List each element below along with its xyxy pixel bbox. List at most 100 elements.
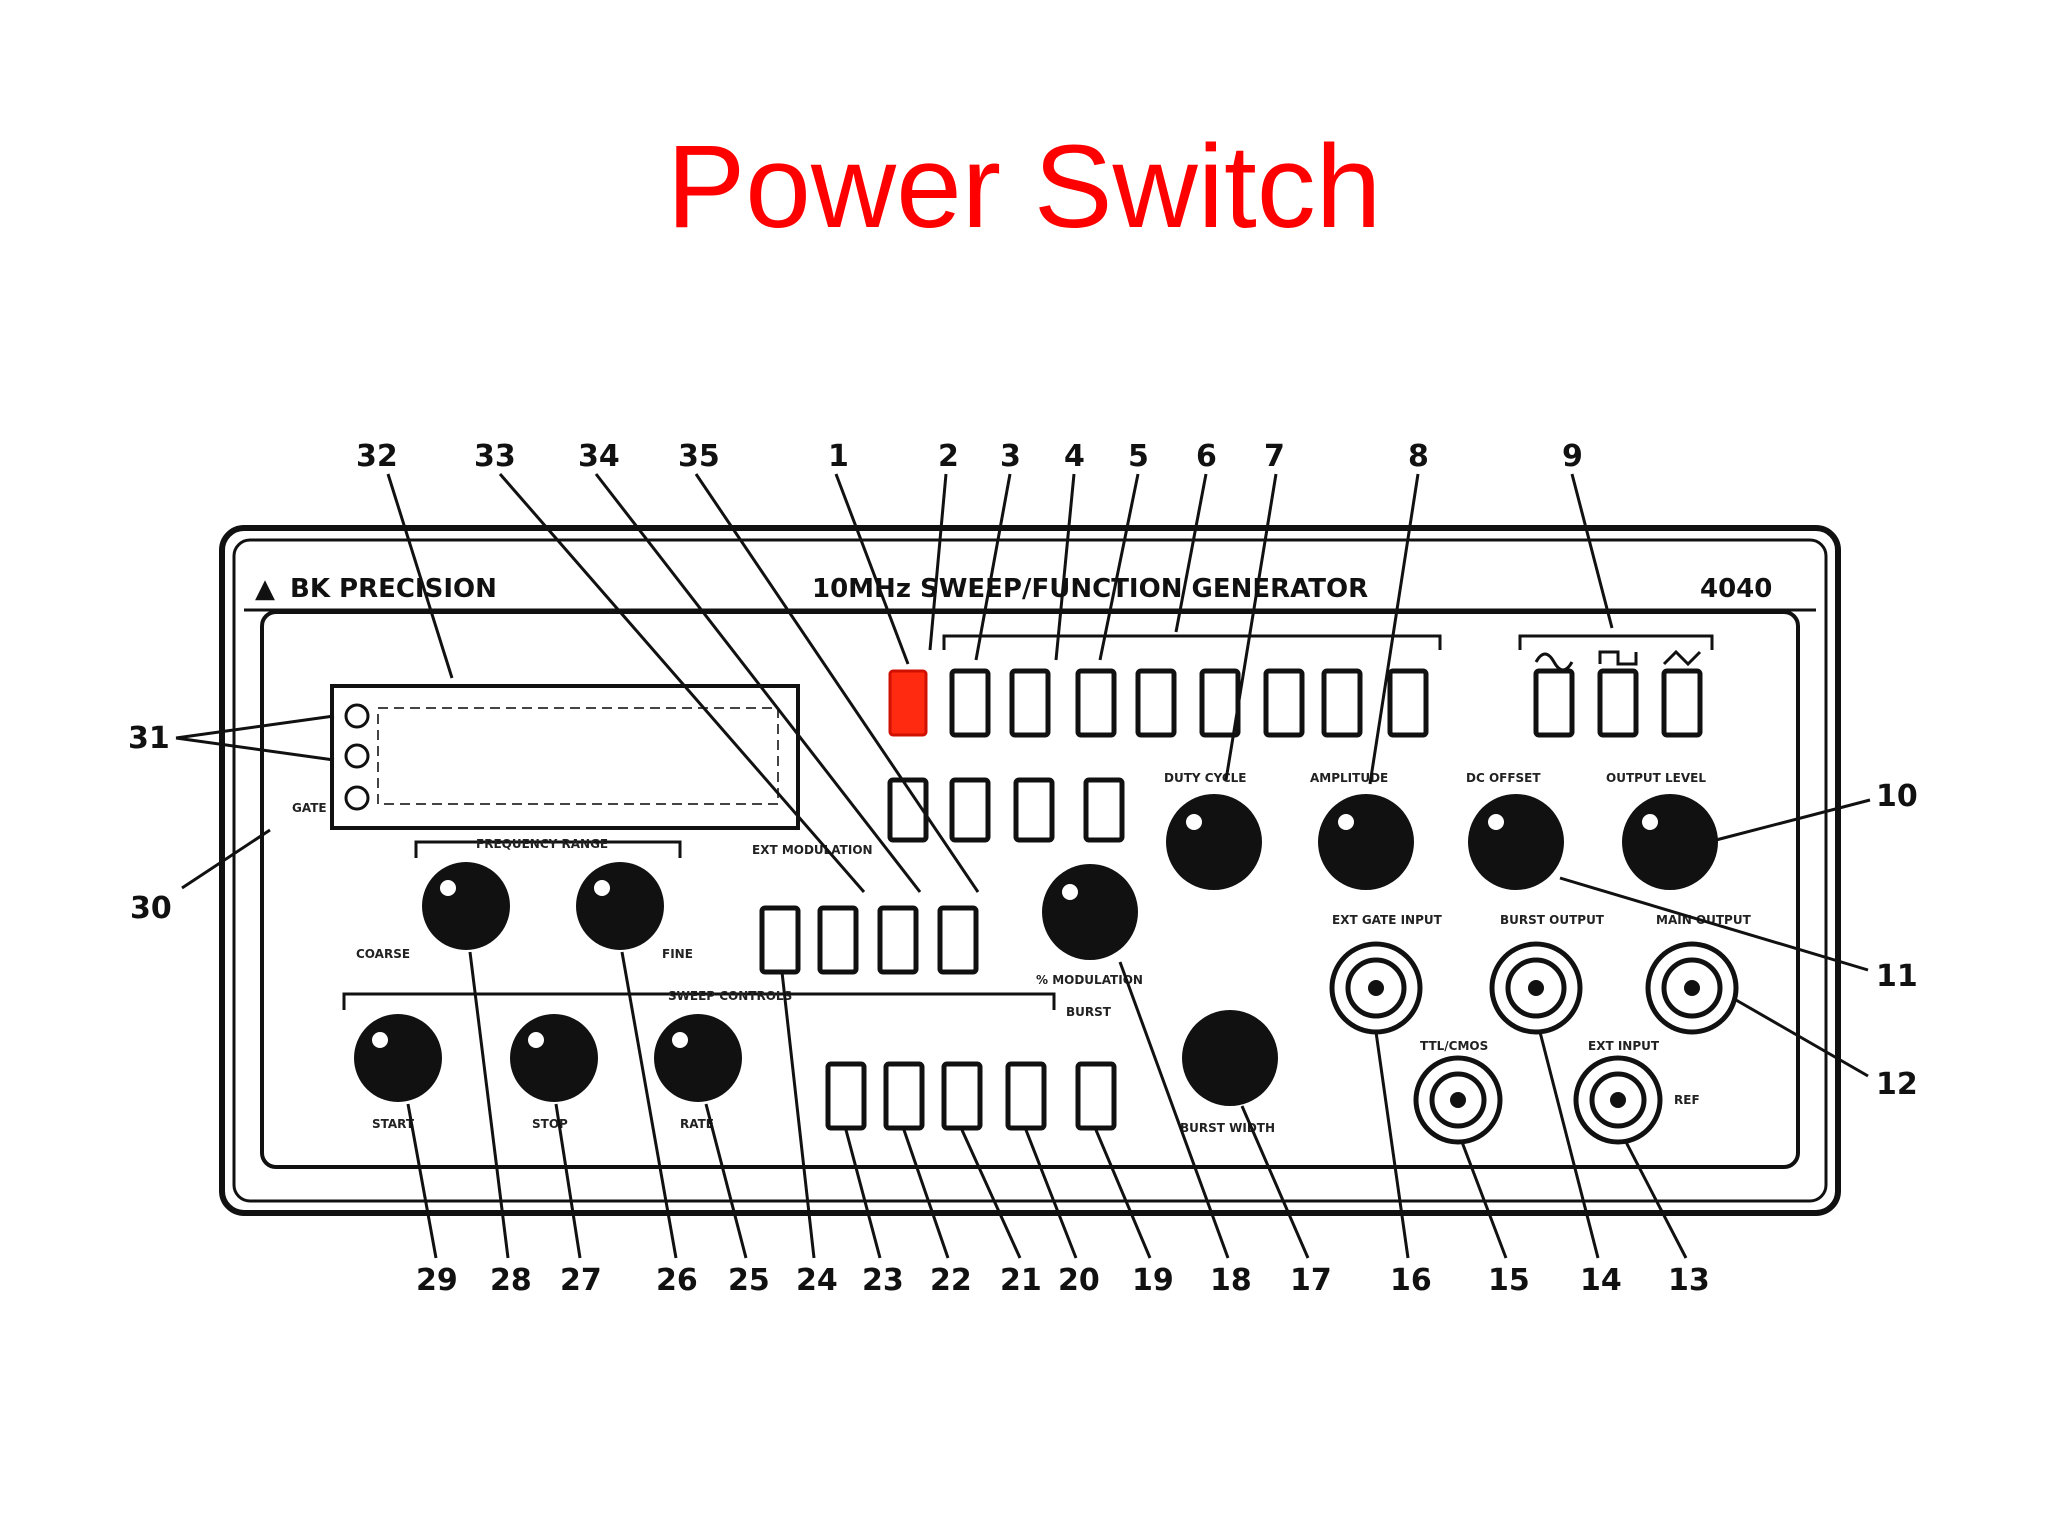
ext-input-connector[interactable] <box>1573 1055 1663 1145</box>
model-number: 4040 <box>1700 574 1772 604</box>
callout-20: 20 <box>1058 1263 1100 1298</box>
callout-9: 9 <box>1562 439 1583 474</box>
fine-frequency-knob[interactable] <box>576 862 664 950</box>
burst-button[interactable] <box>1075 1061 1117 1131</box>
sweep-stop-knob[interactable] <box>510 1014 598 1102</box>
brand-name: BK PRECISION <box>290 574 497 604</box>
burst-output-label: BURST OUTPUT <box>1500 913 1605 927</box>
callout-13: 13 <box>1668 1263 1710 1298</box>
callout-25: 25 <box>728 1263 770 1298</box>
sine-wave-button[interactable] <box>1533 668 1575 738</box>
range-button-4[interactable] <box>1135 668 1177 738</box>
right-leader-lines <box>1559 798 1871 1078</box>
sweep-button-4[interactable] <box>1005 1061 1047 1131</box>
panel-middle-frame <box>232 538 1828 1203</box>
triangle-wave-button[interactable] <box>1661 668 1703 738</box>
sweep-button-2[interactable] <box>883 1061 925 1131</box>
callout-8: 8 <box>1408 439 1429 474</box>
dc-offset-knob[interactable] <box>1468 794 1564 890</box>
callout-28: 28 <box>490 1263 532 1298</box>
burst-label: BURST <box>1066 1005 1112 1019</box>
mode-button-1[interactable] <box>887 777 929 843</box>
callout-18: 18 <box>1210 1263 1252 1298</box>
range-button-2[interactable] <box>1009 668 1051 738</box>
callout-17: 17 <box>1290 1263 1332 1298</box>
sweep-controls-bracket <box>342 992 1056 1010</box>
square-icon <box>1598 650 1638 666</box>
burst-width-knob[interactable] <box>1182 1010 1278 1106</box>
ext-modulation-label: EXT MODULATION <box>752 843 873 857</box>
square-wave-button[interactable] <box>1597 668 1639 738</box>
duty-knob-marker <box>1186 814 1202 830</box>
callout-6: 6 <box>1196 439 1217 474</box>
mode-button-4[interactable] <box>1083 777 1125 843</box>
gate-label: GATE <box>292 801 327 815</box>
sine-icon <box>1534 652 1574 672</box>
mode-button-3[interactable] <box>1013 777 1055 843</box>
rate-knob-marker <box>672 1032 688 1048</box>
range-button-3[interactable] <box>1075 668 1117 738</box>
rate-label: RATE <box>680 1117 714 1131</box>
start-label: START <box>372 1117 415 1131</box>
callout-24: 24 <box>796 1263 838 1298</box>
fine-label: FINE <box>662 947 693 961</box>
coarse-frequency-knob[interactable] <box>422 862 510 950</box>
duty-cycle-label: DUTY CYCLE <box>1164 771 1246 785</box>
callout-1: 1 <box>828 439 849 474</box>
bottom-leader-lines <box>406 951 1688 1259</box>
callout-2: 2 <box>938 439 959 474</box>
sweep-button-3[interactable] <box>941 1061 983 1131</box>
callout-15: 15 <box>1488 1263 1530 1298</box>
callout-32: 32 <box>356 439 398 474</box>
dc-offset-label: DC OFFSET <box>1466 771 1541 785</box>
burst-output-connector[interactable] <box>1489 941 1583 1035</box>
ext-gate-input-connector[interactable] <box>1329 941 1423 1035</box>
modulation-knob-marker <box>1062 884 1078 900</box>
main-output-connector[interactable] <box>1645 941 1739 1035</box>
ttl-cmos-connector[interactable] <box>1413 1055 1503 1145</box>
range-button-8[interactable] <box>1387 668 1429 738</box>
power-switch-button[interactable] <box>888 669 928 737</box>
sweep-rate-knob[interactable] <box>654 1014 742 1102</box>
display-digits <box>377 707 779 805</box>
sweep-start-knob[interactable] <box>354 1014 442 1102</box>
range-button-1[interactable] <box>949 668 991 738</box>
amplitude-label: AMPLITUDE <box>1310 771 1388 785</box>
callout-12: 12 <box>1876 1067 1918 1102</box>
callout-11: 11 <box>1876 959 1918 994</box>
ext-mod-button-2[interactable] <box>817 905 859 975</box>
ext-mod-button-1[interactable] <box>759 905 801 975</box>
callout-31: 31 <box>128 721 170 756</box>
top-leader-lines <box>386 473 1614 893</box>
ext-gate-input-label: EXT GATE INPUT <box>1332 913 1443 927</box>
range-button-7[interactable] <box>1321 668 1363 738</box>
coarse-knob-marker <box>440 880 456 896</box>
range-button-5[interactable] <box>1199 668 1241 738</box>
model-title: 10MHz SWEEP/FUNCTION GENERATOR <box>812 574 1368 604</box>
callout-7: 7 <box>1264 439 1285 474</box>
modulation-knob[interactable] <box>1042 864 1138 960</box>
dc-offset-knob-marker <box>1488 814 1504 830</box>
slide-title: Power Switch <box>666 121 1382 253</box>
callout-29: 29 <box>416 1263 458 1298</box>
callout-30: 30 <box>130 891 172 926</box>
ref-label: REF <box>1674 1093 1700 1107</box>
range-button-6[interactable] <box>1263 668 1305 738</box>
mode-button-2[interactable] <box>949 777 991 843</box>
ext-mod-button-4[interactable] <box>937 905 979 975</box>
callout-34: 34 <box>578 439 620 474</box>
amplitude-knob[interactable] <box>1318 794 1414 890</box>
callout-22: 22 <box>930 1263 972 1298</box>
range-bracket <box>942 634 1442 650</box>
output-level-knob[interactable] <box>1622 794 1718 890</box>
ext-mod-button-3[interactable] <box>877 905 919 975</box>
duty-cycle-knob[interactable] <box>1166 794 1262 890</box>
sweep-button-1[interactable] <box>825 1061 867 1131</box>
gate-led <box>344 785 370 811</box>
stop-label: STOP <box>532 1117 568 1131</box>
ext-input-label: EXT INPUT <box>1588 1039 1660 1053</box>
callout-3: 3 <box>1000 439 1021 474</box>
indicator-led-1 <box>344 703 370 729</box>
burst-width-label: BURST WIDTH <box>1180 1121 1275 1135</box>
